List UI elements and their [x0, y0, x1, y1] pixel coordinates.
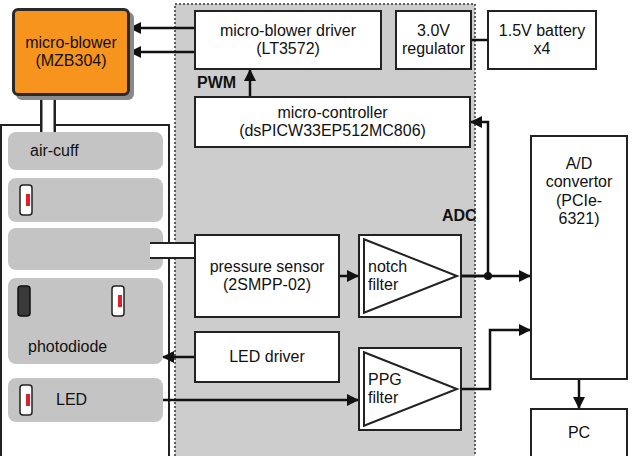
node-label: PC — [568, 424, 590, 442]
node-label: notch filter — [368, 258, 430, 295]
pressure-tube-wall — [150, 257, 194, 259]
filter-amplifier: PPG filter — [358, 347, 462, 431]
sensor-panel — [1, 125, 169, 456]
wire — [340, 275, 358, 278]
signal-arrow — [130, 28, 194, 29]
air-tube — [43, 96, 54, 132]
signal-arrow — [163, 400, 358, 401]
node-label: micro-blower (MZB304) — [21, 34, 121, 71]
filter-amplifier: notch filter — [358, 234, 462, 318]
node-label: micro-blower driver (LT3572) — [202, 22, 374, 59]
blower-box: micro-blower (MZB304) — [12, 8, 130, 96]
wire — [462, 330, 530, 389]
pressure-tube — [150, 243, 194, 258]
led-chip — [20, 185, 32, 215]
cuff-band: photodiode — [8, 278, 163, 364]
signal-arrow — [462, 276, 530, 277]
pressure-tube-wall — [150, 242, 194, 244]
node-label: air-cuff — [30, 142, 79, 160]
signal-name: ADC — [442, 207, 477, 225]
node-label: PPG filter — [368, 371, 430, 408]
converter-box: A/D convertor (PCIe-6321) — [530, 135, 628, 380]
air-tube — [40, 96, 56, 132]
signal-name: PWM — [197, 74, 236, 92]
signal-arrow — [579, 380, 580, 408]
wire — [472, 39, 487, 42]
signal-arrow — [250, 70, 251, 96]
photodiode-chip — [18, 286, 30, 316]
driver-box: LED driver — [194, 331, 340, 383]
node-label: 3.0V regulator — [402, 22, 465, 59]
wire — [163, 356, 194, 359]
wire — [578, 380, 581, 408]
driver-box: micro-blower driver (LT3572) — [194, 10, 382, 70]
node-label: pressure sensor (2SMPP-02) — [202, 258, 332, 295]
cuff-band — [8, 228, 163, 270]
circuit-board-region — [175, 4, 475, 456]
node-label: photodiode — [28, 338, 107, 356]
node-label: LED — [56, 391, 87, 409]
cuff-band — [8, 178, 163, 222]
signal-arrow — [462, 330, 530, 389]
led-chip — [20, 385, 32, 415]
wire — [462, 275, 530, 278]
signal-arrow — [340, 276, 358, 277]
node-label: LED driver — [229, 348, 305, 366]
led-chip — [112, 286, 124, 316]
regulator-box: 3.0V regulator — [395, 10, 472, 70]
node-label: 1.5V battery x4 — [495, 22, 589, 59]
wire — [130, 51, 194, 54]
computer-box: PC — [530, 408, 628, 456]
controller-box: micro-controller (dsPICW33EP512MC806) — [194, 96, 471, 148]
wire — [130, 27, 194, 30]
cuff-band: air-cuff — [8, 132, 163, 170]
battery-box: 1.5V battery x4 — [487, 10, 597, 70]
node-label: micro-controller (dsPICW33EP512MC806) — [202, 104, 463, 141]
signal-arrow — [163, 357, 194, 358]
connector-line — [48, 96, 49, 132]
wire — [249, 70, 252, 96]
signal-arrow — [130, 52, 194, 53]
connector-line — [472, 40, 487, 41]
sensor-box: pressure sensor (2SMPP-02) — [194, 234, 340, 318]
wire — [163, 399, 358, 402]
node-label: A/D convertor (PCIe-6321) — [538, 155, 620, 229]
